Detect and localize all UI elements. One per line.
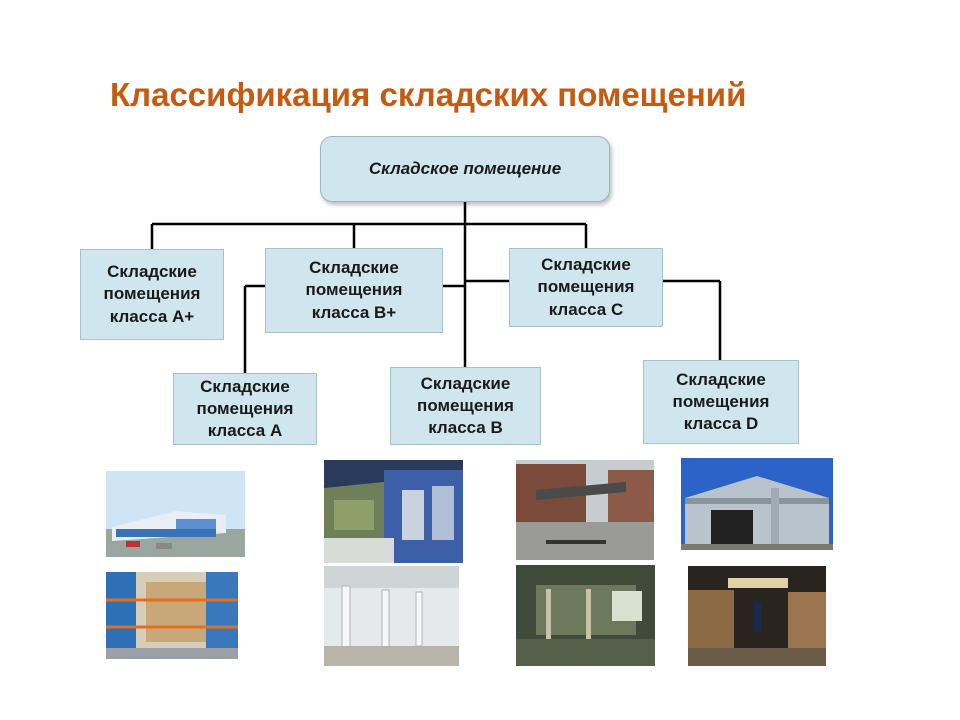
page-title: Классификация складских помещений — [110, 76, 747, 113]
photo-warehouse-exterior-aerial — [106, 471, 245, 557]
root-node-warehouse: Складское помещение — [320, 136, 610, 202]
photo-racking-interior — [106, 572, 238, 659]
photo-empty-white-hall — [324, 566, 459, 666]
photo-empty-dark-hall — [516, 565, 655, 666]
photo-metal-hangar — [681, 458, 833, 550]
photo-warehouse-courtyard — [516, 460, 654, 560]
photo-warehouse-loading-dock — [324, 460, 463, 563]
photo-storage-basement — [688, 566, 826, 666]
